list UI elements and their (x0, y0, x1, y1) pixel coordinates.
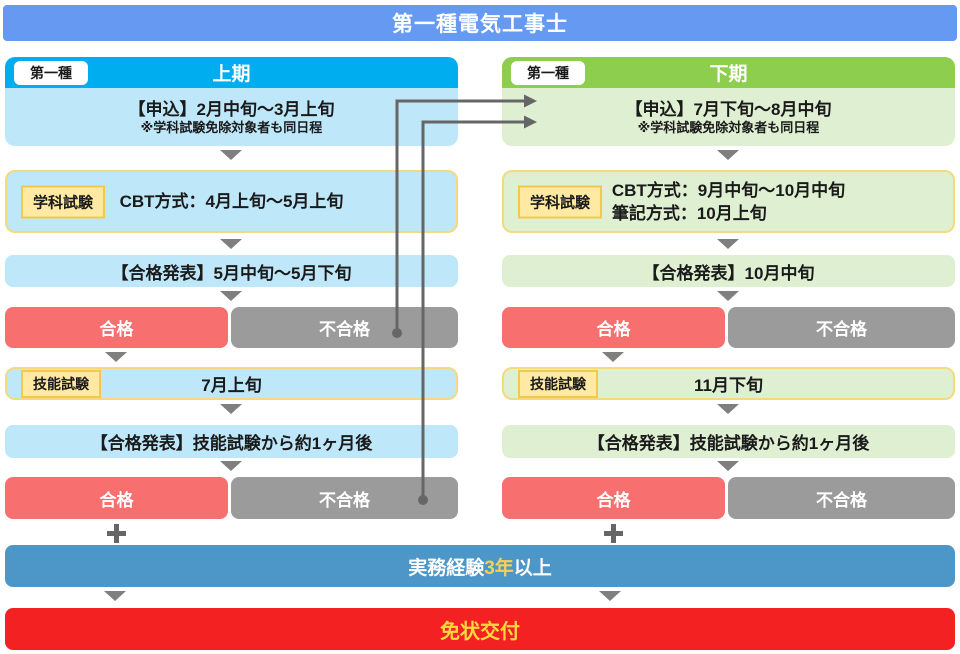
second-half-header: 第一種 下期 (502, 57, 955, 88)
written-exam-date: CBT方式：9月中旬～10月中旬 (611, 180, 846, 200)
down-arrow-icon (105, 352, 127, 362)
license-issue-bar: 免状交付 (5, 608, 955, 650)
fail-box: 不合格 (728, 477, 955, 519)
written-exam-date: CBT方式：4月上旬～5月上旬 (119, 192, 344, 211)
fail-box: 不合格 (728, 307, 955, 348)
application-period: 【申込】7月下旬～8月中旬 (625, 99, 832, 119)
written-result-box: 【合格発表】5月中旬～5月下旬 (5, 255, 458, 287)
class-badge: 第一種 (14, 61, 88, 85)
down-arrow-icon (717, 239, 739, 249)
down-arrow-icon (220, 461, 242, 471)
skill-passfail-row: 合格 不合格 (5, 477, 458, 519)
written-passfail-row: 合格 不合格 (502, 307, 955, 348)
pass-box: 合格 (5, 477, 228, 519)
first-half-column: 第一種 上期 【申込】2月中旬～3月上旬 ※学科試験免除対象者も同日程 学科試験… (5, 0, 458, 654)
skill-exam-badge: 技能試験 (21, 369, 101, 398)
skill-passfail-row: 合格 不合格 (502, 477, 955, 519)
plus-icon (604, 524, 623, 543)
first-half-header: 第一種 上期 (5, 57, 458, 88)
pass-box: 合格 (502, 307, 725, 348)
skill-exam-date: 7月上旬 (201, 376, 262, 395)
written-exam-date2: 筆記方式：10月上旬 (611, 203, 767, 223)
down-arrow-icon (220, 404, 242, 414)
skill-result-box: 【合格発表】技能試験から約1ヶ月後 (5, 425, 458, 458)
experience-suffix: 以上 (513, 557, 552, 579)
written-exam-box: 学科試験 CBT方式：9月中旬～10月中旬 筆記方式：10月上旬 (502, 170, 955, 233)
down-arrow-icon (717, 291, 739, 301)
down-arrow-icon (599, 591, 621, 601)
down-arrow-icon (717, 461, 739, 471)
second-half-column: 第一種 下期 【申込】7月下旬～8月中旬 ※学科試験免除対象者も同日程 学科試験… (502, 0, 955, 654)
application-box: 【申込】7月下旬～8月中旬 ※学科試験免除対象者も同日程 (502, 88, 955, 146)
period-label: 上期 (212, 64, 251, 85)
down-arrow-icon (602, 352, 624, 362)
experience-prefix: 実務経験 (408, 557, 485, 579)
period-label: 下期 (709, 64, 748, 85)
down-arrow-icon (717, 150, 739, 160)
skill-exam-date: 11月下旬 (694, 376, 763, 395)
skill-exam-box: 技能試験 11月下旬 (502, 367, 955, 400)
written-passfail-row: 合格 不合格 (5, 307, 458, 348)
down-arrow-icon (220, 150, 242, 160)
down-arrow-icon (220, 291, 242, 301)
application-note: ※学科試験免除対象者も同日程 (140, 119, 323, 135)
skill-result-box: 【合格発表】技能試験から約1ヶ月後 (502, 425, 955, 458)
pass-box: 合格 (5, 307, 228, 348)
skill-exam-box: 技能試験 7月上旬 (5, 367, 458, 400)
experience-years: 3年 (484, 557, 514, 579)
written-exam-badge: 学科試験 (518, 185, 603, 218)
page-title: 第一種電気工事士 (3, 5, 957, 41)
fail-box: 不合格 (231, 307, 458, 348)
class-badge: 第一種 (511, 61, 585, 85)
application-note: ※学科試験免除対象者も同日程 (637, 119, 820, 135)
written-exam-box: 学科試験 CBT方式：4月上旬～5月上旬 (5, 170, 458, 233)
application-period: 【申込】2月中旬～3月上旬 (128, 99, 335, 119)
fail-box: 不合格 (231, 477, 458, 519)
skill-exam-badge: 技能試験 (518, 369, 598, 398)
application-box: 【申込】2月中旬～3月上旬 ※学科試験免除対象者も同日程 (5, 88, 458, 146)
down-arrow-icon (220, 239, 242, 249)
down-arrow-icon (717, 404, 739, 414)
down-arrow-icon (104, 591, 126, 601)
plus-icon (107, 524, 126, 543)
written-result-box: 【合格発表】10月中旬 (502, 255, 955, 287)
written-exam-badge: 学科試験 (21, 185, 106, 218)
pass-box: 合格 (502, 477, 725, 519)
